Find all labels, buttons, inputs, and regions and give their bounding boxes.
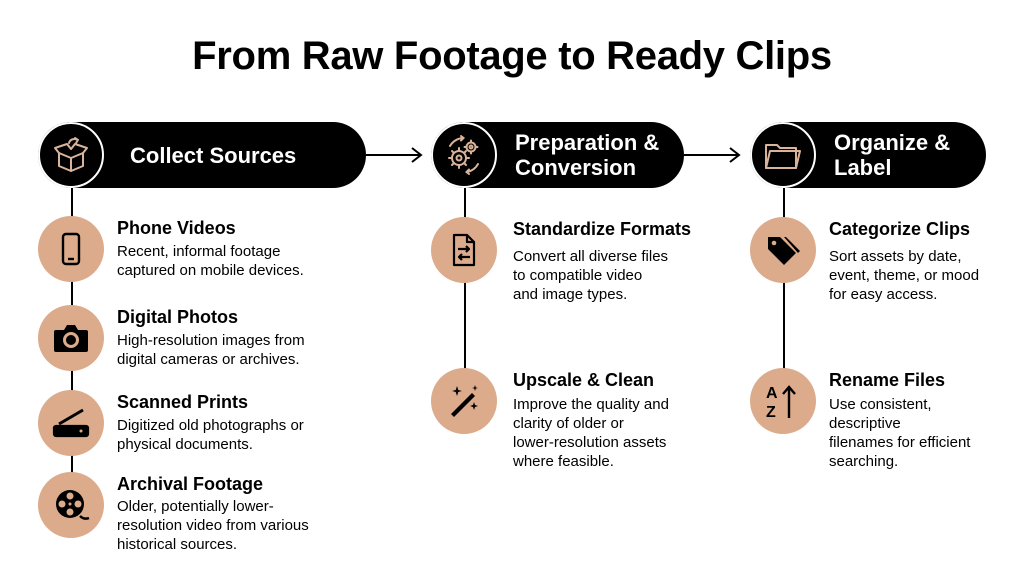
arrow-stage-2-to-3 xyxy=(684,147,741,163)
diagram-title: From Raw Footage to Ready Clips xyxy=(192,34,832,78)
step-icon-circle xyxy=(431,217,497,283)
arrow-stage-1-to-2 xyxy=(366,147,423,163)
stage-2-label-line-2: Conversion xyxy=(515,155,637,180)
step-description: High-resolution images from digital came… xyxy=(117,332,305,368)
smartphone-icon xyxy=(54,232,88,266)
step-icon-circle xyxy=(750,217,816,283)
open-box-icon xyxy=(38,122,104,188)
magic-wand-icon xyxy=(445,382,483,420)
step-icon-circle: A Z xyxy=(750,368,816,434)
step-title: Digital Photos xyxy=(117,307,238,327)
step-icon-circle xyxy=(38,305,104,371)
svg-text:A: A xyxy=(766,385,778,402)
step-icon-circle xyxy=(38,390,104,456)
step-icon-circle xyxy=(38,216,104,282)
stage-1-label: Collect Sources xyxy=(130,142,297,168)
camera-icon xyxy=(52,321,90,355)
step-title: Upscale & Clean xyxy=(513,370,655,390)
stage-2-label-line-1: Preparation & xyxy=(515,130,660,155)
gears-cycle-icon xyxy=(431,122,497,188)
step-description: Older, potentially lower- resolution vid… xyxy=(117,498,309,553)
tags-icon xyxy=(764,231,802,269)
step-title: Standardize Formats xyxy=(513,219,692,239)
file-convert-icon xyxy=(446,232,482,268)
folder-icon xyxy=(750,122,816,188)
stage-2-connector-line xyxy=(464,186,466,396)
step-title: Archival Footage xyxy=(117,474,264,494)
step-title: Scanned Prints xyxy=(117,392,249,412)
stage-3-connector-line xyxy=(783,186,785,396)
step-description: Use consistent, descriptive filenames fo… xyxy=(829,396,971,470)
step-description: Digitized old photographs or physical do… xyxy=(117,417,304,453)
step-icon-circle xyxy=(431,368,497,434)
step-title: Phone Videos xyxy=(117,218,236,238)
sort-az-icon: A Z xyxy=(763,381,803,421)
step-description: Improve the quality and clarity of older… xyxy=(513,396,669,470)
step-description: Recent, informal footage captured on mob… xyxy=(117,243,304,279)
stage-3-label-line-2: Label xyxy=(834,155,892,180)
film-reel-icon xyxy=(52,486,90,524)
stage-3-label-line-1: Organize & xyxy=(834,130,951,155)
step-description: Convert all diverse files to compatible … xyxy=(513,248,669,303)
scanner-icon xyxy=(51,406,91,440)
step-title: Categorize Clips xyxy=(829,219,971,239)
step-icon-circle xyxy=(38,472,104,538)
svg-text:Z: Z xyxy=(766,404,776,421)
step-title: Rename Files xyxy=(829,370,946,390)
step-description: Sort assets by date, event, theme, or mo… xyxy=(829,248,980,303)
